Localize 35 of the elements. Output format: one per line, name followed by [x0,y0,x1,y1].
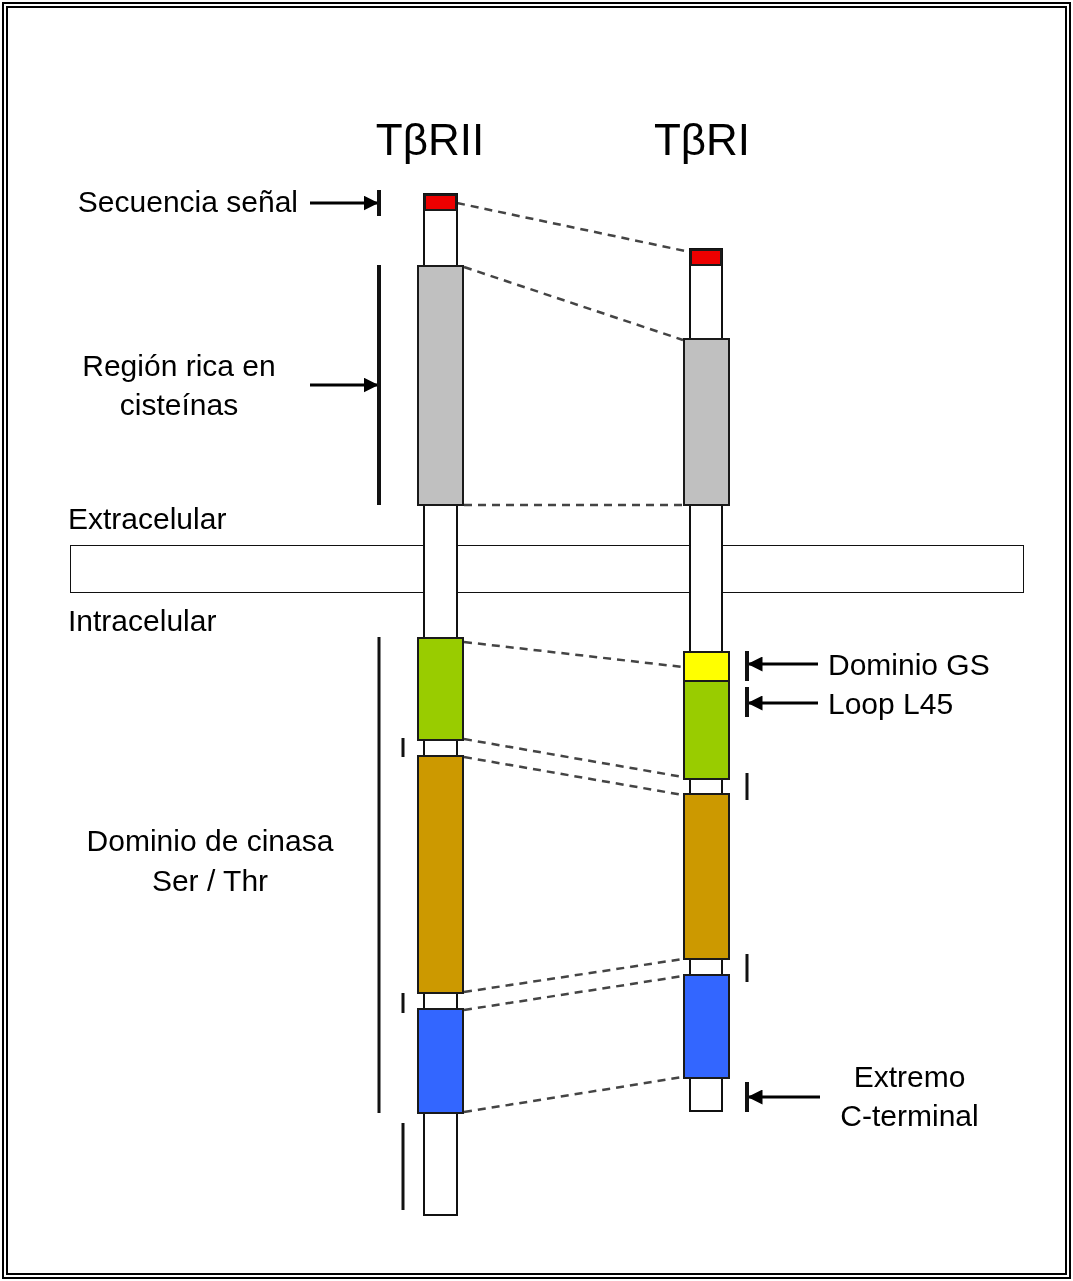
callout-label: Secuencia señal [30,182,310,221]
kinase-n-lobe-block [683,680,730,780]
membrane-band [70,545,1024,593]
cysteine-rich-block [683,338,730,506]
cysteine-rich-block [417,265,464,506]
arrow [747,695,818,711]
kinase-c-lobe-block [417,1008,464,1114]
dashed-connector [464,503,683,507]
region-label: Extracelular [68,501,228,537]
arrow [310,195,379,211]
region-label: Intracelular [68,603,218,639]
bracket-bar [377,265,381,505]
kinase-c-lobe-block [683,974,730,1079]
bracket-bar [745,687,749,717]
signal-sequence-block [690,249,722,266]
kinase-n-lobe-block [417,637,464,741]
callout-label: Dominio GS [818,645,1028,684]
callout-label: Región rica en cisteínas [60,346,310,424]
arrow [747,656,818,672]
dashed-connector [463,265,684,342]
arrow [747,1089,820,1105]
callout-label: Extremo C-terminal [820,1057,982,1135]
kinase-core-block [417,755,464,994]
gs-domain-block [683,651,730,682]
bracket-bar [745,1082,749,1112]
domain-label: Dominio de cinasa Ser / Thr [85,823,335,899]
arrow [310,377,379,393]
receptor-title: TβRII [374,114,486,166]
bracket-bar [377,190,381,216]
dashed-connector [463,640,684,669]
signal-sequence-block [424,194,457,211]
bracket-bar [745,651,749,681]
kinase-core-block [683,793,730,960]
callout-label: Loop L45 [818,684,1028,723]
receptor-title: TβRI [652,114,752,166]
